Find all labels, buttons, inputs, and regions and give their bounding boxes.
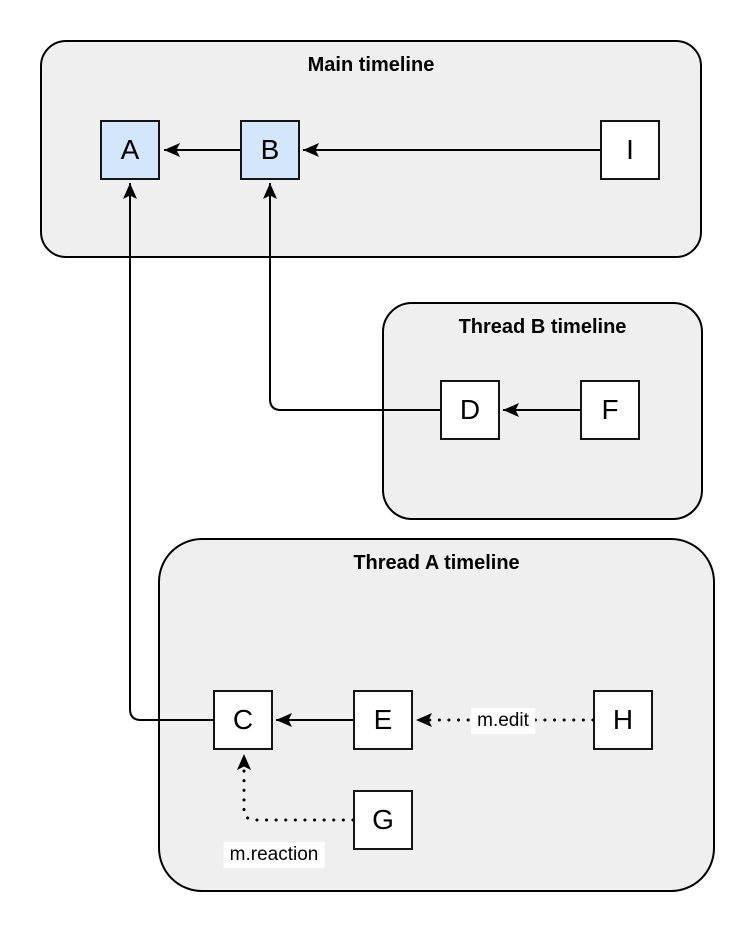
node-B-label: B	[260, 134, 280, 165]
container-thread-b-timeline: Thread B timeline	[382, 302, 703, 520]
node-G-label: G	[372, 804, 394, 835]
node-D: D	[440, 380, 500, 440]
edge-label-m-edit: m.edit	[471, 708, 535, 734]
node-C-label: C	[232, 704, 254, 735]
node-H: H	[593, 690, 653, 750]
node-D-label: D	[459, 394, 481, 425]
node-I: I	[600, 120, 660, 180]
edge-label-m-reaction: m.reaction	[223, 842, 325, 868]
container-main-timeline-title: Main timeline	[307, 54, 435, 76]
node-A-label: A	[120, 134, 140, 165]
node-B: B	[240, 120, 300, 180]
container-thread-a-timeline-title: Thread A timeline	[353, 552, 520, 574]
node-A: A	[100, 120, 160, 180]
node-I-label: I	[626, 134, 634, 165]
node-E-label: E	[373, 704, 393, 735]
node-F: F	[580, 380, 640, 440]
node-E: E	[353, 690, 413, 750]
node-C: C	[213, 690, 273, 750]
node-G: G	[353, 790, 413, 850]
container-thread-b-timeline-title: Thread B timeline	[458, 316, 627, 338]
node-H-label: H	[612, 704, 634, 735]
node-F-label: F	[601, 394, 619, 425]
